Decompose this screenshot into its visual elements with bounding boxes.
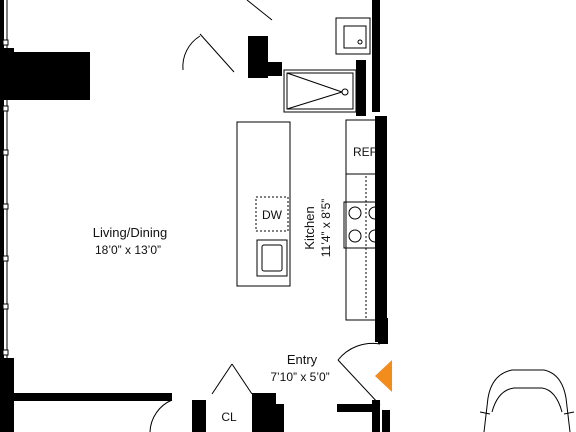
entry-right-wall	[372, 400, 380, 432]
living-door-swing	[182, 35, 201, 71]
car-windshield	[491, 387, 563, 413]
top-wall-block	[10, 52, 90, 100]
living-door-leaf	[199, 33, 235, 73]
kitchen-right-wall	[375, 116, 387, 342]
kitchen-island	[236, 121, 291, 287]
shower-slope-1	[286, 72, 343, 93]
island-counter	[236, 121, 291, 287]
left-exterior-wall	[0, 0, 4, 432]
walls	[0, 0, 390, 432]
car-icon	[479, 369, 575, 432]
mullion	[2, 39, 9, 46]
closet-door-left	[211, 363, 233, 395]
kitchen-right-wall-base	[378, 318, 388, 344]
bath-right-wall	[372, 0, 380, 112]
entry-door-leaf	[337, 359, 381, 406]
refrigerator-box	[345, 119, 377, 175]
cooktop	[343, 201, 387, 249]
kitchen-dims: 11’4” x 8’5”	[319, 199, 333, 257]
shower-drain	[341, 88, 349, 96]
closet-label: CL	[221, 410, 237, 424]
island-sink	[256, 239, 288, 277]
sink-basin	[343, 25, 367, 49]
mullion	[2, 303, 9, 310]
shower-pan	[283, 69, 357, 113]
mullion	[2, 105, 9, 112]
mullion	[2, 255, 9, 262]
sink-icon	[335, 17, 371, 55]
closet-left-wall	[192, 400, 206, 432]
shower-inner	[286, 72, 354, 110]
entry-door-swing	[337, 342, 381, 361]
mullion	[2, 149, 9, 156]
dishwasher-outline	[255, 196, 289, 232]
lower-left-door-swing	[149, 399, 173, 432]
living-dining-name: Living/Dining	[93, 225, 167, 240]
burner	[348, 206, 362, 220]
island-sink-basin	[261, 244, 283, 272]
kitchen-counter	[345, 119, 377, 321]
living-dining-dims: 18’0” x 13’0”	[95, 243, 161, 257]
burner	[368, 206, 382, 220]
shower-slope-2	[286, 91, 343, 110]
refrigerator-label: REF	[353, 145, 377, 159]
entry-name: Entry	[287, 352, 318, 367]
closet-door-right	[231, 363, 253, 395]
burner	[368, 229, 382, 243]
car-mirror-right	[563, 411, 575, 415]
bottom-wall-left	[12, 393, 172, 401]
car-mirror-left	[479, 411, 491, 415]
burner	[348, 229, 362, 243]
entry-right-stub	[382, 410, 390, 432]
mullion	[2, 349, 9, 356]
cooktop-icon	[343, 201, 387, 249]
closet-right-stub	[274, 404, 284, 432]
mullion	[2, 203, 9, 210]
entry-dims: 7’10” x 5’0”	[270, 370, 329, 384]
dishwasher-label: DW	[262, 208, 283, 222]
bottom-wall-right	[337, 404, 377, 412]
kitchen-name: Kitchen	[302, 206, 317, 249]
doors	[149, 0, 381, 432]
kitchen-label: Kitchen 11’4” x 8’5”	[302, 199, 333, 257]
sink-counter	[335, 17, 371, 55]
bath-inner-wall	[356, 60, 366, 116]
upper-door-leaf	[246, 0, 273, 21]
bath-wall-stub	[258, 62, 282, 76]
closet-right-column	[252, 393, 276, 432]
shower-icon	[283, 69, 357, 113]
sink-drain	[357, 39, 363, 45]
window-mullions	[2, 0, 9, 432]
car-body	[483, 369, 571, 432]
entry-arrow-icon	[375, 360, 392, 392]
